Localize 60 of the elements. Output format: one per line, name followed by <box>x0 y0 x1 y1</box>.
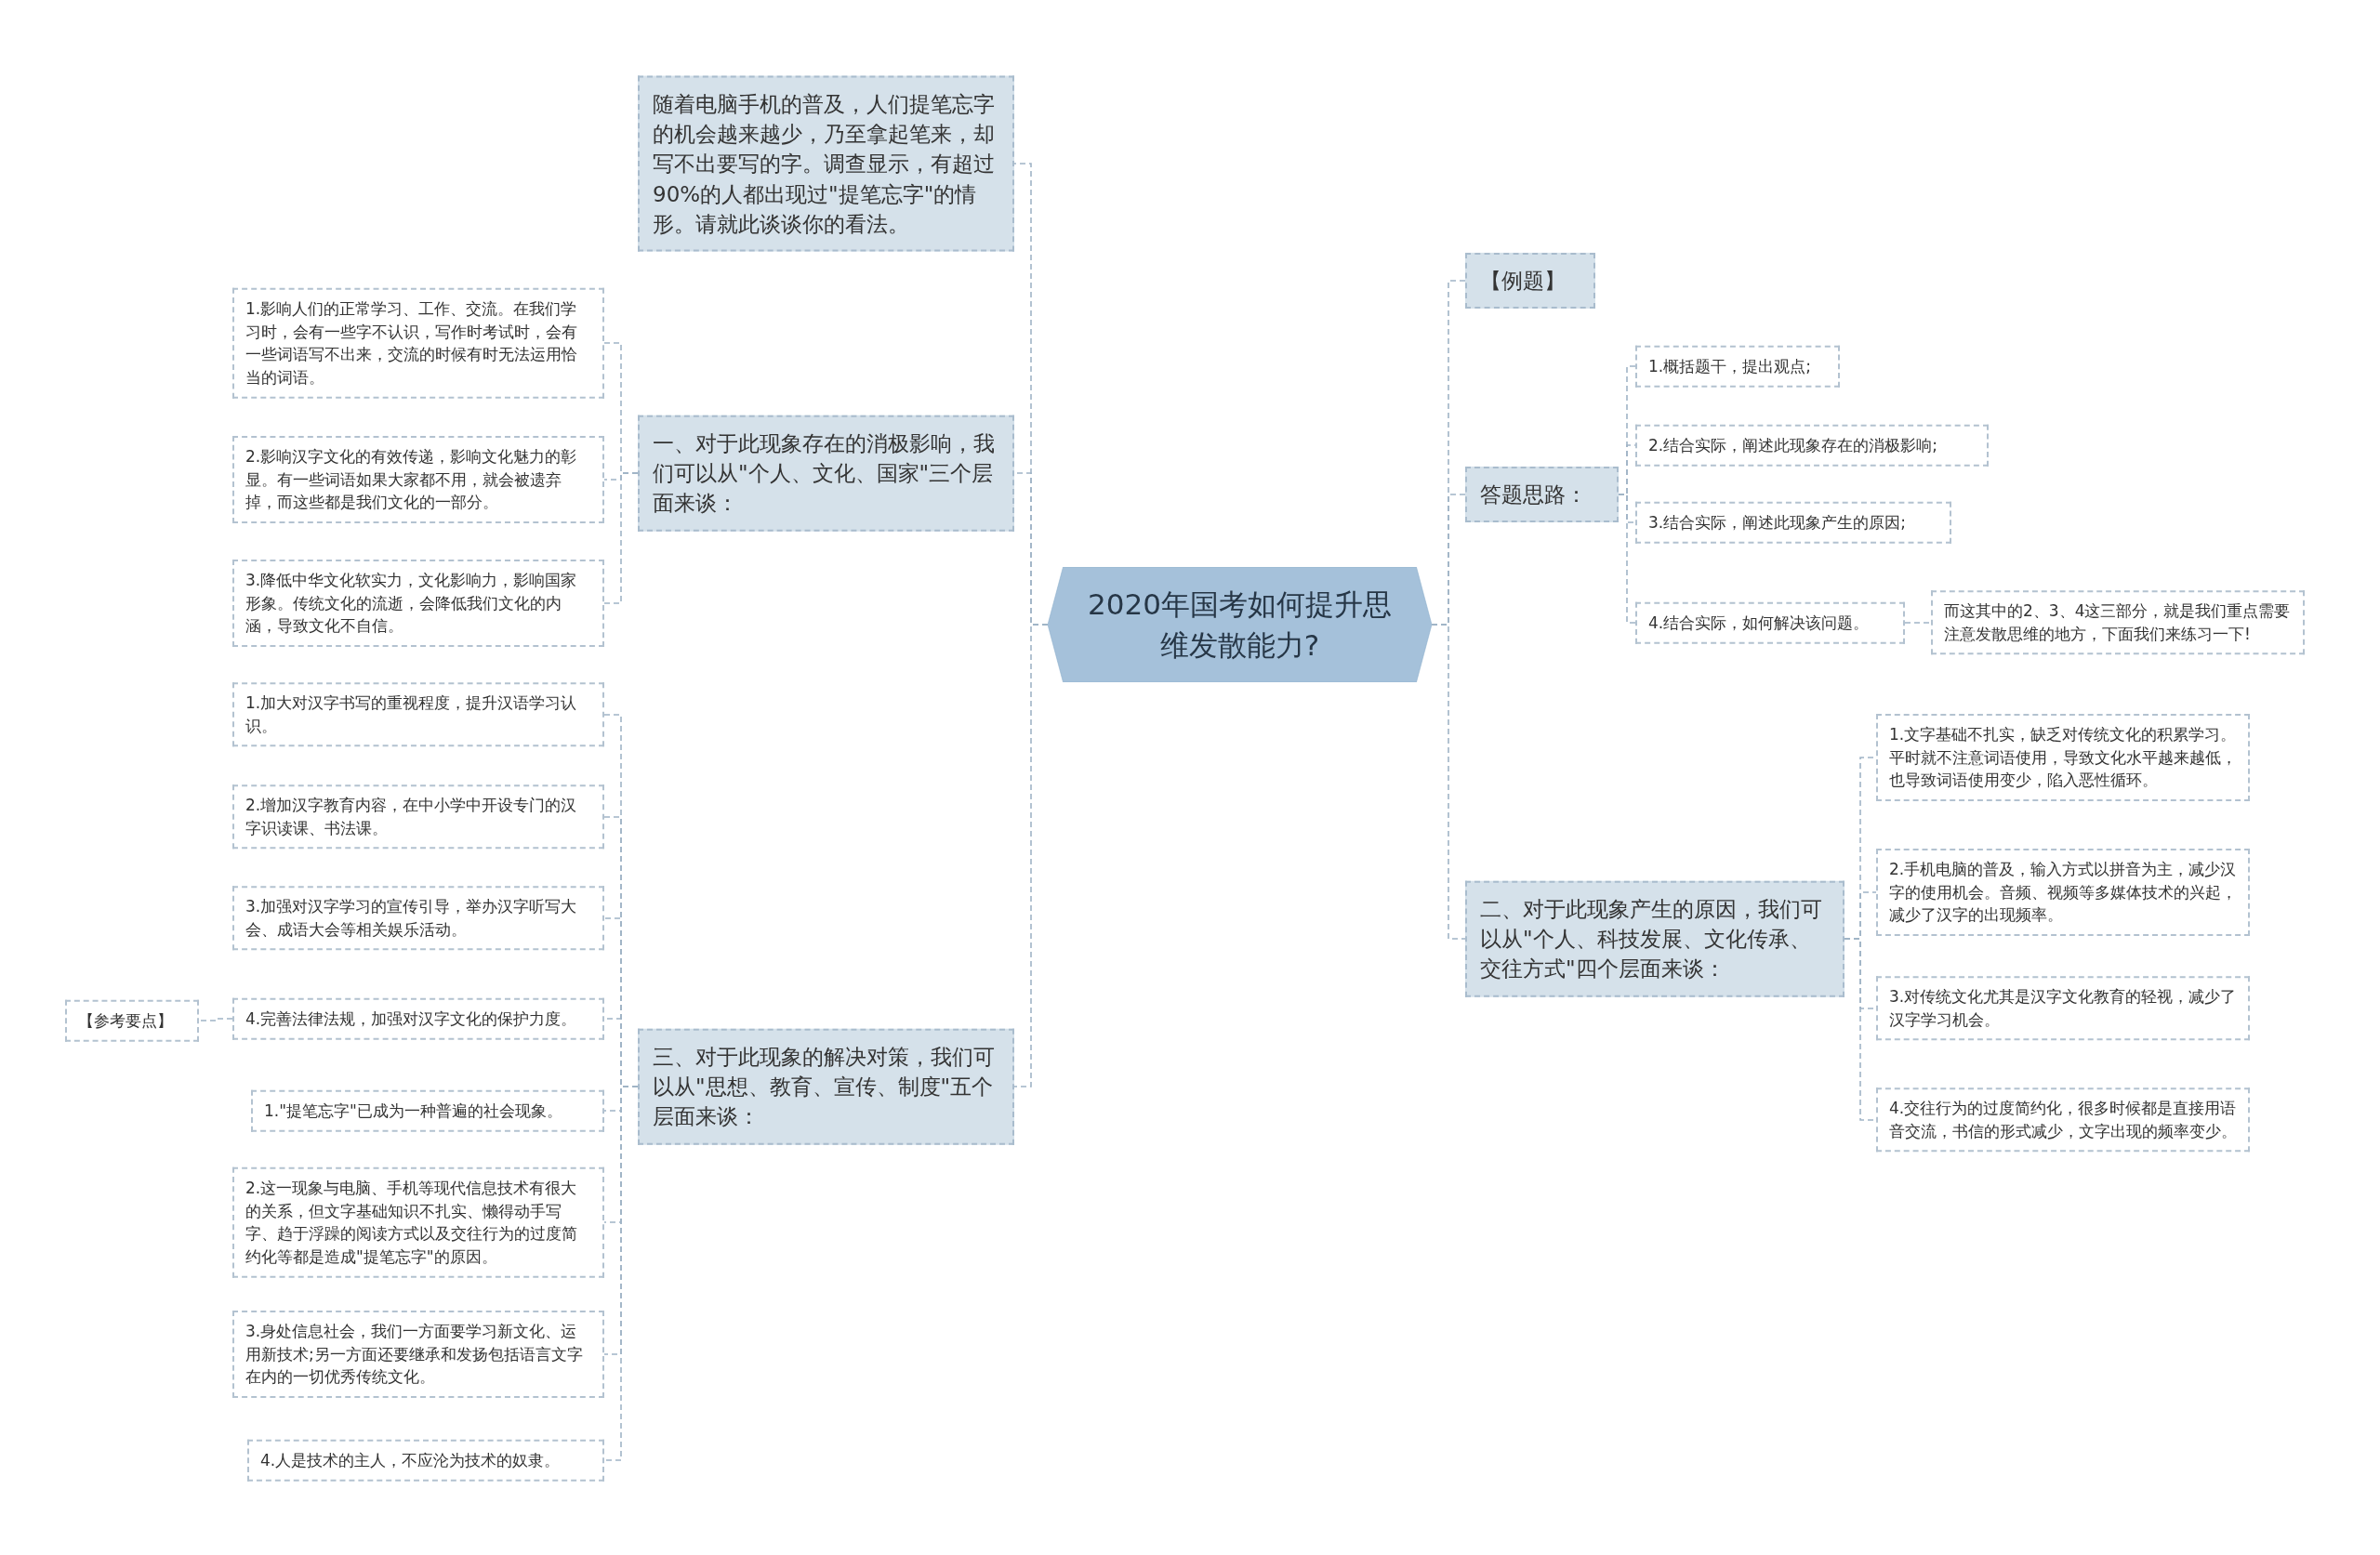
node-text: 2.这一现象与电脑、手机等现代信息技术有很大的关系，但文字基础知识不扎实、懒得动手写字、趋于浮躁的阅读方式以及交往行为的过度简约化等都是造成"提笔忘字"的原因。 <box>245 1177 578 1268</box>
subtopic-box <box>1876 976 2250 1041</box>
node-text: 2.结合实际，阐述此现象存在的消极影响; <box>1648 434 1938 456</box>
node-text: 答题思路： <box>1480 481 1588 508</box>
connector-line <box>1904 622 1932 624</box>
node-text: 【参考要点】 <box>78 1009 174 1032</box>
node-text: 2.手机电脑的普及，输入方式以拼音为主，减少汉字的使用机会。音频、视频等多媒体技术的兴起，减少了汉字的出现频率。 <box>1889 859 2237 927</box>
topic-box <box>1465 880 1844 997</box>
node-text: 1.文字基础不扎实，缺乏对传统文化的积累学习。平时就不注意词语使用，导致文化水平越来越低，也导致词语使用变少，陷入恶性循环。 <box>1889 724 2237 792</box>
subtopic-box <box>232 287 604 399</box>
subtopic-box <box>1635 424 1989 467</box>
node-text: 1.概括题干，提出观点; <box>1648 355 1812 377</box>
node-text: 而这其中的2、3、4这三部分，就是我们重点需要注意发散思维的地方，下面我们来练习一下! <box>1944 600 2292 645</box>
subtopic-box <box>1876 849 2250 936</box>
connector-line <box>603 472 639 604</box>
connector-line <box>198 1018 233 1021</box>
subtopic-box <box>232 682 604 747</box>
subtopic-box <box>1931 590 2305 655</box>
node-text: 随着电脑手机的普及，人们提笔忘字的机会越来越少，乃至拿起笔来，却写不出要写的字。调查显示，有超过90%的人都出现过"提笔忘字"的情形。请就此谈谈你的看法。 <box>653 90 996 238</box>
subtopic-box <box>1876 714 2250 801</box>
node-text: 1.加大对汉字书写的重视程度，提升汉语学习认识。 <box>245 692 578 737</box>
topic-box <box>638 1028 1014 1145</box>
subtopic-box <box>232 997 604 1040</box>
subtopic-box <box>1876 1087 2250 1153</box>
topic-box <box>638 75 1014 252</box>
subtopic-box <box>232 1166 604 1278</box>
subtopic-box <box>1635 345 1840 388</box>
topic-box <box>638 415 1014 532</box>
node-text: 3.降低中华文化软实力，文化影响力，影响国家形象。传统文化的流逝，会降低我们文化的内涵，导致文化不自信。 <box>245 570 578 638</box>
central-topic-hexagon <box>1048 567 1432 682</box>
subtopic-box <box>232 784 604 850</box>
node-text: 4.交往行为的过度简约化，很多时候都是直接用语音交流，书信的形式减少，文字出现的频率变少。 <box>1889 1098 2237 1142</box>
node-text: 4.完善法律法规，加强对汉字文化的保护力度。 <box>245 1008 578 1030</box>
topic-box <box>1465 252 1595 310</box>
node-text: 3.身处信息社会，我们一方面要学习新文化、运用新技术;另一方面还要继承和发扬包括语言文字在内的一切优秀传统文化。 <box>245 1321 584 1389</box>
node-text: 4.人是技术的主人，不应沦为技术的奴隶。 <box>260 1449 562 1471</box>
node-text: 3.结合实际，阐述此现象产生的原因; <box>1648 511 1907 534</box>
node-text: 2.影响汉字文化的有效传递，影响文化魅力的彰显。有一些词语如果大家都不用，就会被遗弃掉，而这些都是我们文化的一部分。 <box>245 446 578 514</box>
subtopic-box <box>65 999 199 1042</box>
subtopic-box <box>1635 501 1951 544</box>
subtopic-box <box>247 1439 604 1482</box>
subtopic-box <box>232 886 604 951</box>
node-text: 3.对传统文化尤其是汉字文化教育的轻视，减少了汉字学习机会。 <box>1889 986 2237 1031</box>
node-text: 4.结合实际，如何解决该问题。 <box>1648 612 1871 634</box>
node-text: 2020年国考如何提升思维发散能力? <box>1087 586 1393 664</box>
node-text: 二、对于此现象产生的原因，我们可以从"个人、科技发展、文化传承、交往方式"四个层面来谈： <box>1480 895 1823 983</box>
subtopic-box <box>232 560 604 647</box>
subtopic-box <box>251 1089 604 1132</box>
node-text: 3.加强对汉字学习的宣传引导，举办汉字听写大会、成语大会等相关娱乐活动。 <box>245 896 578 941</box>
subtopic-box <box>232 436 604 523</box>
subtopic-box <box>1635 601 1905 644</box>
node-text: 三、对于此现象的解决对策，我们可以从"思想、教育、宣传、制度"五个层面来谈： <box>653 1043 996 1131</box>
node-text: 【例题】 <box>1480 267 1567 295</box>
node-text: 1."提笔忘字"已成为一种普遍的社会现象。 <box>264 1100 563 1122</box>
node-text: 一、对于此现象存在的消极影响，我们可以从"个人、文化、国家"三个层面来谈： <box>653 429 996 518</box>
connector-line <box>1618 494 1636 624</box>
node-text: 1.影响人们的正常学习、工作、交流。在我们学习时，会有一些字不认识，写作时考试时，会有一些词语写不出来，交流的时候有时无法运用恰当的词语。 <box>245 297 578 389</box>
node-text: 2.增加汉字教育内容，在中小学中开设专门的汉字识读课、书法课。 <box>245 795 578 839</box>
topic-box <box>1465 466 1619 523</box>
subtopic-box <box>232 1311 604 1398</box>
